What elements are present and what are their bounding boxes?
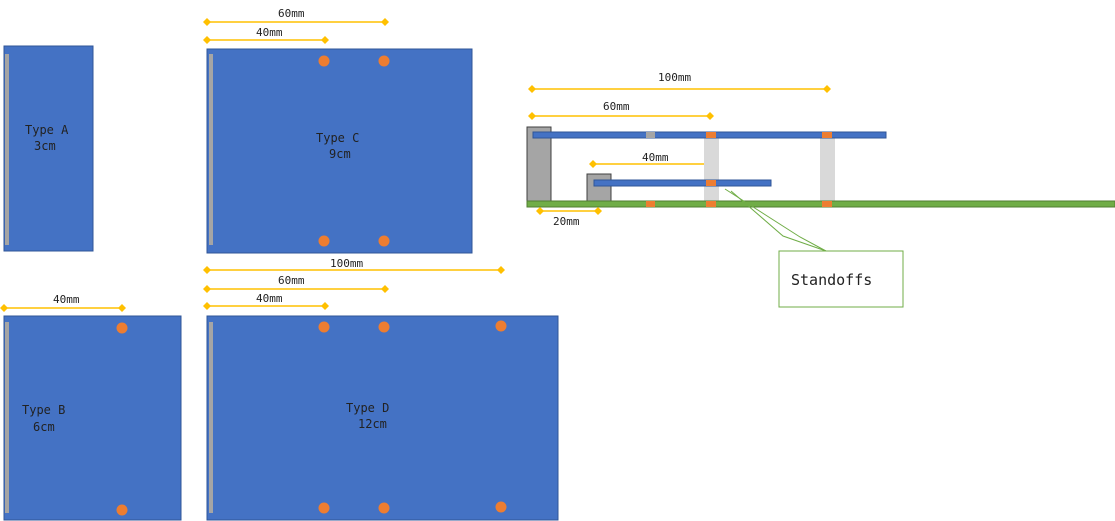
mounting-hole: [318, 321, 330, 333]
board-type-a-size: 3cm: [34, 139, 56, 153]
side-hole-marker: [822, 201, 832, 207]
side-hole-marker: [646, 201, 655, 207]
dim-line-side-100mm: [528, 85, 831, 93]
side-bracket-large: [526, 126, 552, 204]
mounting-hole: [495, 501, 507, 513]
mounting-hole: [378, 55, 390, 67]
dim-line-type-c-40mm: [203, 36, 329, 44]
board-type-b-body: [3, 315, 182, 521]
dim-label-type-c-40mm: 40mm: [256, 26, 283, 39]
side-hole-marker: [706, 180, 716, 186]
board-type-b-size: 6cm: [33, 420, 55, 434]
dim-label-side-40mm: 40mm: [642, 151, 669, 164]
board-type-b: 40mm Type B 6cm: [0, 293, 182, 521]
board-type-a-name: Type A: [25, 123, 69, 137]
board-type-d-body: [206, 315, 559, 521]
mounting-hole: [378, 321, 390, 333]
callout-box: [778, 250, 904, 308]
board-type-c-bracket: [209, 54, 213, 245]
side-bracket-small: [586, 173, 612, 204]
board-type-c-body: [206, 48, 473, 254]
board-type-c-size: 9cm: [329, 147, 351, 161]
side-mainboard: [526, 200, 1115, 208]
mounting-hole: [318, 502, 330, 514]
mounting-hole: [495, 320, 507, 332]
dim-label-type-d-40mm: 40mm: [256, 292, 283, 305]
dim-label-type-b-40mm: 40mm: [53, 293, 80, 306]
board-type-d-name: Type D: [346, 401, 389, 415]
dim-line-side-60mm: [528, 112, 714, 120]
dim-line-type-d-100mm: [203, 266, 505, 274]
side-hole-marker: [706, 132, 716, 138]
board-type-a-body: [3, 45, 94, 252]
mounting-hole: [378, 502, 390, 514]
board-type-c: 60mm 40mm Type C 9cm: [203, 7, 473, 254]
side-board-short: [593, 179, 772, 187]
board-type-d: 100mm 60mm 40mm Type D 12cm: [203, 257, 559, 521]
board-type-c-name: Type C: [316, 131, 359, 145]
board-type-b-bracket: [5, 322, 9, 513]
board-type-b-name: Type B: [22, 403, 65, 417]
board-type-d-size: 12cm: [358, 417, 387, 431]
dim-line-type-c-60mm: [203, 18, 389, 26]
dim-label-type-d-60mm: 60mm: [278, 274, 305, 287]
dim-label-type-c-60mm: 60mm: [278, 7, 305, 20]
mounting-hole: [318, 55, 330, 67]
dim-line-type-d-60mm: [203, 285, 389, 293]
side-view: 100mm 60mm 40mm: [526, 71, 1115, 308]
callout-leader-line: [730, 190, 827, 252]
board-type-a: Type A 3cm: [3, 45, 94, 252]
mounting-hole: [116, 322, 128, 334]
board-type-a-bracket: [5, 54, 9, 245]
dim-line-type-d-40mm: [203, 302, 329, 310]
side-hole-marker: [822, 132, 832, 138]
dim-line-side-20mm: [536, 207, 602, 215]
dim-label-side-100mm: 100mm: [658, 71, 691, 84]
standoff: [820, 134, 835, 204]
dim-label-side-20mm: 20mm: [553, 215, 580, 228]
board-type-d-bracket: [209, 322, 213, 513]
mounting-hole: [116, 504, 128, 516]
side-hole-marker: [706, 201, 716, 207]
standoff: [704, 134, 719, 204]
dim-line-type-b-40mm: [0, 304, 126, 312]
callout-leader-line: [724, 188, 827, 252]
mounting-hole: [318, 235, 330, 247]
dim-label-type-d-100mm: 100mm: [330, 257, 363, 270]
mounting-hole: [378, 235, 390, 247]
side-board-long-gap: [646, 132, 655, 138]
dim-label-side-60mm: 60mm: [603, 100, 630, 113]
callout-label-standoffs: Standoffs: [791, 271, 872, 289]
